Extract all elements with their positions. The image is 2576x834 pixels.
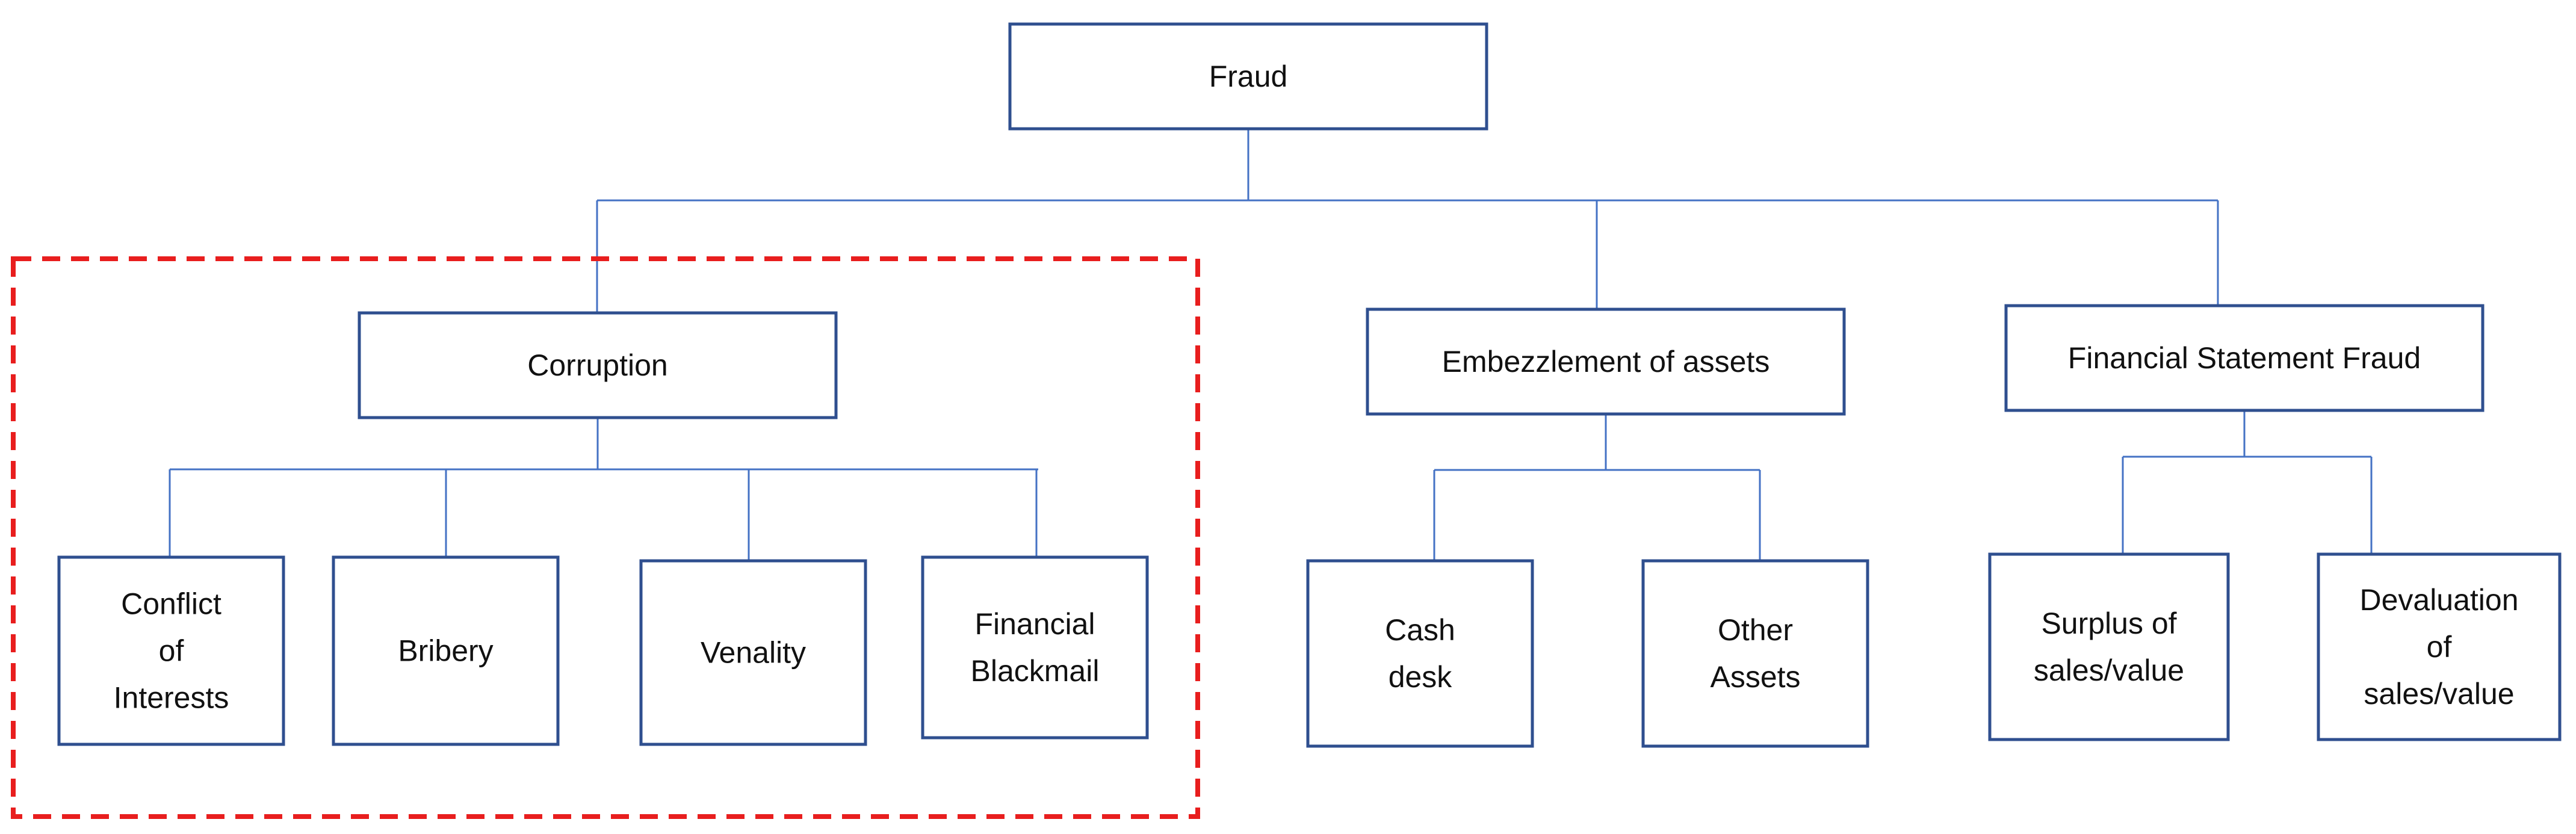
- node-surplus-label: Surplus of: [2041, 607, 2176, 640]
- node-other_assets-label: Assets: [1710, 660, 1800, 694]
- node-venality-box: [639, 559, 867, 746]
- node-bribery-box: [332, 555, 560, 746]
- connector-lines: [169, 129, 2373, 561]
- node-embezzlement-label: Embezzlement of assets: [1442, 345, 1770, 378]
- node-corruption: Corruption: [358, 311, 838, 419]
- node-fraud-label: Fraud: [1209, 60, 1288, 93]
- node-blackmail-label: Financial: [974, 607, 1095, 641]
- node-financial_statement-label: Financial Statement Fraud: [2068, 341, 2421, 375]
- node-corruption-label: Corruption: [527, 348, 667, 382]
- node-blackmail-label: Blackmail: [971, 654, 1100, 688]
- node-devaluation-box: [2317, 552, 2562, 741]
- node-other_assets-label: Other: [1718, 613, 1793, 647]
- node-blackmail-box: [921, 555, 1149, 740]
- node-devaluation-label: Devaluation: [2359, 583, 2518, 617]
- node-cash_desk-box: [1306, 559, 1534, 748]
- node-devaluation-label: sales/value: [2364, 677, 2514, 711]
- node-surplus: Surplus of sales/value: [1988, 552, 2230, 741]
- node-surplus-label: sales/value: [2034, 653, 2184, 687]
- node-venality-label: Venality: [701, 636, 806, 670]
- node-conflict-label: of: [159, 634, 184, 668]
- node-fraud-box: [1008, 22, 1488, 131]
- node-bribery-label: Bribery: [398, 634, 493, 668]
- corruption-highlight-dashed-frame: [11, 256, 1200, 819]
- node-venality: Venality: [639, 559, 867, 746]
- node-financial_statement: Financial Statement Fraud: [2004, 304, 2485, 412]
- node-surplus-box: [1988, 552, 2230, 741]
- node-bribery: Bribery: [332, 555, 560, 746]
- node-cash_desk: Cash desk: [1306, 559, 1534, 748]
- node-devaluation: Devaluation of sales/value: [2317, 552, 2562, 741]
- node-conflict-box: [57, 555, 285, 746]
- node-fraud: Fraud: [1008, 22, 1488, 131]
- node-conflict-label: Interests: [114, 681, 229, 715]
- node-cash_desk-label: Cash: [1385, 613, 1455, 647]
- node-cash_desk-label: desk: [1389, 660, 1453, 694]
- node-devaluation-label: of: [2427, 630, 2452, 664]
- node-embezzlement: Embezzlement of assets: [1366, 307, 1846, 416]
- node-corruption-box: [358, 311, 838, 419]
- highlight-overlay: [11, 256, 1200, 819]
- node-financial_statement-box: [2004, 304, 2485, 412]
- node-embezzlement-box: [1366, 307, 1846, 416]
- node-other_assets-box: [1641, 559, 1869, 748]
- node-conflict-label: Conflict: [121, 587, 221, 621]
